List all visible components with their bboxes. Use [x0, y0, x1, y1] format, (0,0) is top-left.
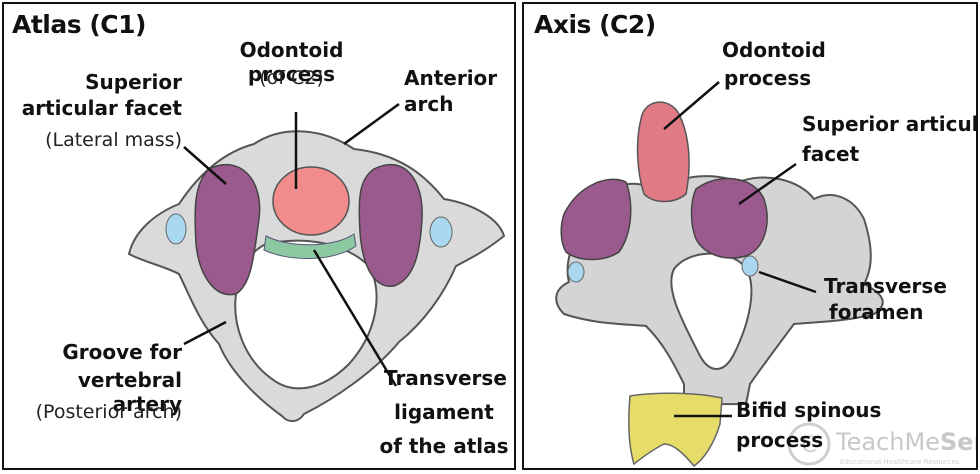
- label-superior-facet-2: articular facet: [14, 96, 182, 120]
- axis-title: Axis (C2): [534, 10, 656, 39]
- label-transverse-ligament-1: Transverse: [384, 366, 504, 390]
- label-odontoid-sub: (of C2): [199, 66, 384, 90]
- axis-left-transverse-foramen: [568, 262, 584, 282]
- label-superior-facet-sub: (Lateral mass): [14, 128, 182, 152]
- label-anterior-arch-2: arch: [404, 92, 453, 116]
- atlas-right-transverse-foramen: [430, 217, 452, 247]
- label-axis-bifid-2: process: [736, 428, 823, 452]
- label-axis-foramen-1: Transverse: [824, 274, 947, 298]
- label-axis-superior-1: Superior articular: [802, 112, 978, 136]
- label-axis-foramen-2: foramen: [829, 300, 923, 324]
- label-anterior-arch-1: Anterior: [404, 66, 497, 90]
- watermark-tagline: Educational Healthcare Resources: [840, 458, 959, 466]
- atlas-odontoid-process: [273, 167, 349, 235]
- label-axis-superior-2: facet: [802, 142, 859, 166]
- atlas-right-superior-facet: [359, 165, 422, 287]
- watermark-brand: TeachMeSeries: [836, 428, 978, 456]
- label-groove-1: Groove for: [14, 340, 182, 364]
- label-axis-bifid-1: Bifid spinous: [736, 398, 881, 422]
- label-axis-odontoid-1: Odontoid: [722, 38, 826, 62]
- watermark-brand-a: TeachMe: [836, 428, 940, 456]
- label-superior-facet-1: Superior: [34, 70, 182, 94]
- leader-anterior-arch: [344, 104, 399, 144]
- atlas-title: Atlas (C1): [12, 10, 146, 39]
- watermark-brand-b: Series: [940, 428, 978, 456]
- axis-bifid-spinous-process: [629, 393, 722, 466]
- axis-panel: C Axis (C2) Odontoid process Superior ar…: [522, 2, 978, 470]
- label-groove-sub: (Posterior arch): [14, 400, 182, 424]
- axis-left-superior-facet: [561, 179, 631, 259]
- axis-right-transverse-foramen: [742, 256, 758, 276]
- axis-right-superior-facet: [692, 179, 768, 258]
- label-axis-odontoid-2: process: [724, 66, 811, 90]
- label-transverse-ligament-3: of the atlas: [374, 434, 514, 458]
- label-transverse-ligament-2: ligament: [384, 400, 504, 424]
- atlas-left-transverse-foramen: [166, 214, 186, 244]
- axis-odontoid-process: [638, 102, 690, 201]
- atlas-panel: Atlas (C1) Odontoid process (of C2) Ante…: [2, 2, 516, 470]
